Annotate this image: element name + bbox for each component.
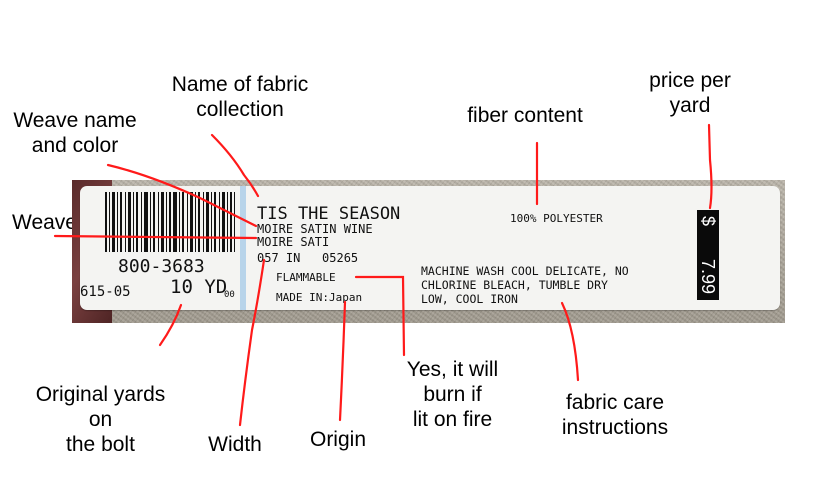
- callout-width-line1: Width: [208, 433, 262, 456]
- callout-origin-line1: Origin: [309, 428, 367, 451]
- callout-price-line1: price per: [649, 69, 731, 92]
- callout-fiber-content: fiber content: [450, 103, 600, 128]
- callout-original-yards: Original yards on the bolt: [18, 382, 183, 457]
- callout-flammable-line2: burn if: [423, 383, 482, 406]
- yardage: 10 YD: [170, 276, 228, 298]
- callout-collection: Name of fabric collection: [155, 72, 325, 122]
- callout-price-line2: yard: [669, 94, 711, 117]
- flammable-warning: FLAMMABLE: [276, 271, 336, 284]
- origin-country: MADE IN:Japan: [276, 291, 363, 304]
- weave-name: MOIRE SATI: [257, 235, 330, 249]
- callout-flammable-line1: Yes, it will: [406, 358, 499, 381]
- callout-care: fabric care instructions: [545, 390, 685, 440]
- callout-original-yards-line1: Original yards: [35, 383, 166, 406]
- price-box: [697, 210, 719, 300]
- line-price: [707, 123, 713, 210]
- yardage-suffix: 00: [224, 290, 235, 300]
- callout-weave-name-color-line1: Weave name: [13, 109, 137, 132]
- barcode-icon: [105, 192, 235, 252]
- callout-price: price per yard: [640, 68, 740, 118]
- callout-original-yards-line2: on: [88, 408, 113, 431]
- callout-collection-line1: Name of fabric: [171, 73, 309, 96]
- callout-weave-line1: Weave: [12, 211, 77, 234]
- line-origin: [338, 300, 347, 422]
- callout-collection-line2: collection: [196, 98, 284, 121]
- line-flammable: [354, 275, 406, 357]
- callout-care-line2: instructions: [561, 416, 669, 439]
- callout-flammable-line3: lit on fire: [412, 408, 493, 431]
- line-width: [238, 258, 266, 427]
- callout-weave-name-color: Weave name and color: [0, 108, 150, 158]
- line-collection: [210, 133, 260, 198]
- callout-weave-name-color-line2: and color: [31, 134, 119, 157]
- callout-original-yards-line3: the bolt: [66, 433, 135, 456]
- callout-origin: Origin: [298, 427, 378, 452]
- care-line-3: LOW, COOL IRON: [421, 292, 518, 306]
- callout-weave: Weave: [12, 210, 92, 235]
- callout-fiber-content-line1: fiber content: [467, 104, 583, 127]
- price-tag-label: [80, 186, 780, 310]
- callout-care-line1: fabric care: [565, 391, 665, 414]
- line-weave: [53, 234, 258, 240]
- label-accent-strip: [240, 186, 246, 310]
- callout-flammable: Yes, it will burn if lit on fire: [390, 357, 515, 432]
- width-code: 057 IN 05265: [257, 251, 359, 265]
- fiber-content: 100% POLYESTER: [510, 212, 603, 225]
- care-line-1: MACHINE WASH COOL DELICATE, NO: [421, 264, 629, 278]
- item-number: 800-3683: [118, 256, 205, 277]
- line-original-yards: [158, 303, 183, 347]
- line-care: [560, 301, 580, 382]
- collection-name: TIS THE SEASON: [257, 204, 401, 224]
- lot-code: 615-05: [80, 284, 131, 300]
- line-weave-name-color: [106, 163, 258, 228]
- callout-width: Width: [195, 432, 275, 457]
- weave-name-color: MOIRE SATIN WINE: [257, 222, 373, 236]
- care-line-2: CHLORINE BLEACH, TUMBLE DRY: [421, 278, 608, 292]
